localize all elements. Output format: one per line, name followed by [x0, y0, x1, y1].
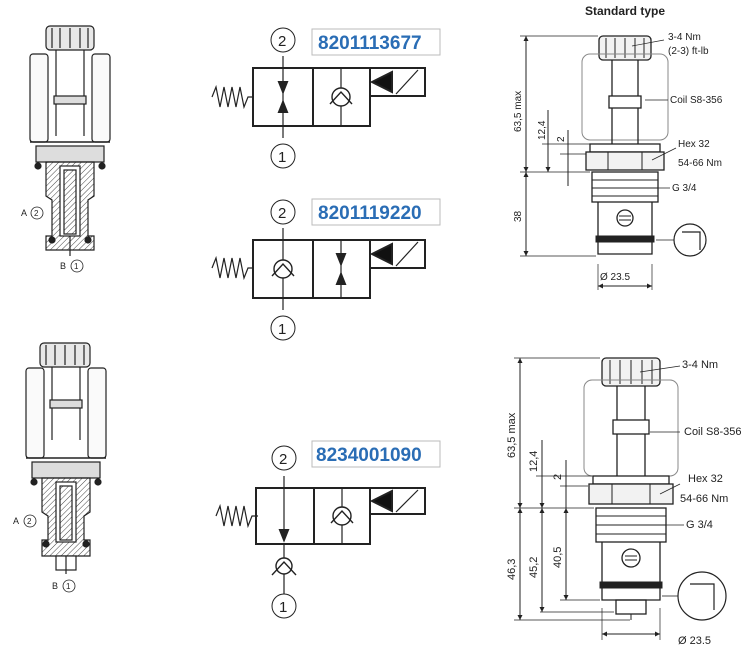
- port-top-number: 2: [278, 33, 286, 50]
- port-top-number: 2: [278, 205, 286, 222]
- port-a-label: A: [13, 516, 19, 526]
- schematic-1: [211, 56, 426, 138]
- height-1-label: 12,4: [528, 451, 540, 472]
- height-5-label: 40,5: [552, 547, 564, 568]
- coil-label: Coil S8-356: [670, 95, 723, 106]
- diameter-label: Ø 23.5: [600, 272, 630, 283]
- section-2-ports: A 2 B 1: [13, 514, 76, 593]
- port-top-number: 2: [279, 451, 287, 468]
- cross-section-1: [29, 25, 111, 256]
- port-bottom-number: 1: [278, 321, 286, 338]
- hex-label: Hex 32: [688, 473, 723, 485]
- diameter-label: Ø 23.5: [678, 635, 711, 647]
- dimension-labels-2: 3-4 Nm Coil S8-356 Hex 32 54-66 Nm G 3/4…: [506, 359, 741, 647]
- height-3-label: 46,3: [506, 559, 518, 580]
- port-a-number: 2: [34, 209, 39, 218]
- port-b-label: B: [60, 261, 66, 271]
- height-2-label: 2: [556, 136, 567, 142]
- port-b-label: B: [52, 581, 58, 591]
- torque-alt-label: (2-3) ft-lb: [668, 46, 709, 57]
- port-a-number: 2: [27, 517, 32, 526]
- dimension-drawing-1: [520, 35, 707, 290]
- part-number: 8201119220: [318, 203, 422, 224]
- part-number: 8234001090: [316, 445, 422, 466]
- height-max-label: 63,5 max: [513, 91, 524, 132]
- schematic-1-ports: 2 1 8201113677: [270, 27, 441, 169]
- height-2-label: 2: [552, 474, 564, 480]
- coil-label: Coil S8-356: [684, 426, 741, 438]
- hex-torque-label: 54-66 Nm: [680, 493, 728, 505]
- torque-label: 3-4 Nm: [668, 32, 701, 43]
- height-1-label: 12,4: [537, 120, 548, 140]
- section-title: Standard type: [585, 4, 665, 18]
- torque-label: 3-4 Nm: [682, 359, 718, 371]
- schematic-3-ports: 2 1 8234001090: [271, 440, 441, 619]
- port-bottom-number: 1: [278, 149, 286, 166]
- height-3-label: 38: [513, 210, 524, 222]
- dimension-drawing-2: [514, 357, 727, 640]
- schematic-2: [211, 228, 426, 310]
- port-bottom-number: 1: [279, 599, 287, 616]
- hex-torque-label: 54-66 Nm: [678, 158, 722, 169]
- port-a-label: A: [21, 208, 27, 218]
- thread-label: G 3/4: [686, 519, 713, 531]
- cross-section-2: [25, 342, 107, 574]
- part-number: 8201113677: [318, 33, 422, 54]
- section-1-ports: A 2 B 1: [21, 206, 84, 273]
- height-max-label: 63,5 max: [506, 412, 518, 458]
- schematic-2-ports: 2 1 8201119220: [270, 198, 441, 341]
- schematic-3: [215, 476, 426, 594]
- hex-label: Hex 32: [678, 139, 710, 150]
- port-b-number: 1: [66, 582, 71, 591]
- height-4-label: 45,2: [528, 557, 540, 578]
- thread-label: G 3/4: [672, 183, 697, 194]
- port-b-number: 1: [74, 262, 79, 271]
- dimension-labels-1: 3-4 Nm (2-3) ft-lb Coil S8-356 Hex 32 54…: [513, 32, 723, 283]
